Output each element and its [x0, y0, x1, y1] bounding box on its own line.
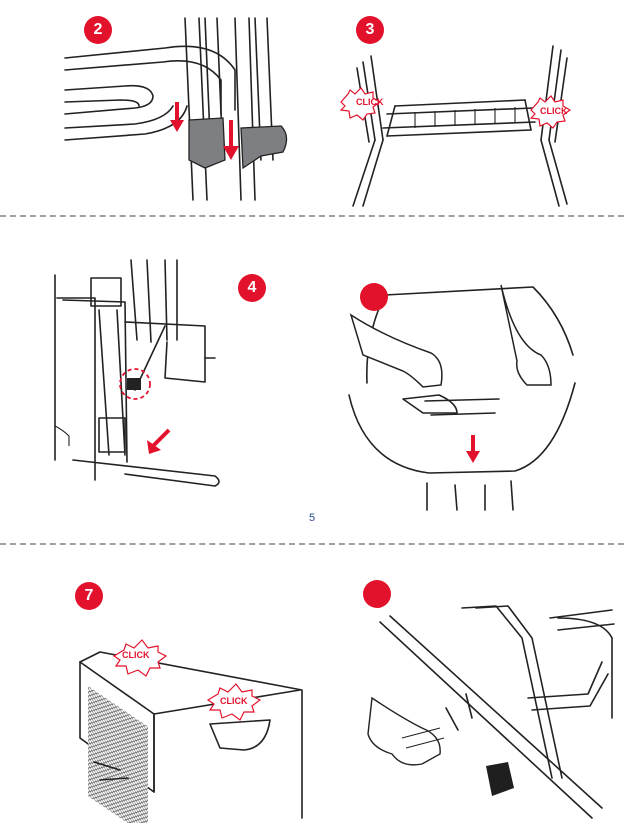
step-8-panel — [362, 578, 616, 818]
click-callout-bottom: CLICK — [220, 696, 248, 706]
step-2-panel: 2 — [55, 10, 315, 210]
click-callout-left: CLICK — [356, 97, 384, 107]
step-4-badge: 4 — [238, 274, 266, 302]
step-4-panel: 4 — [55, 250, 315, 510]
click-callout-top: CLICK — [122, 650, 150, 660]
click-callout-right: CLICK — [540, 106, 568, 116]
step-2-badge: 2 — [84, 16, 112, 44]
step-7-illustration: CLICK CLICK — [70, 578, 310, 818]
step-5-illustration — [345, 275, 595, 510]
step-5-panel — [345, 275, 595, 510]
step-8-badge — [363, 580, 391, 608]
step-4-illustration — [55, 250, 315, 510]
step-7-badge: 7 — [75, 582, 103, 610]
section-divider-bottom — [0, 543, 624, 545]
section-divider-top — [0, 215, 624, 217]
step-3-badge: 3 — [356, 16, 384, 44]
step-3-panel: CLICK CLICK 3 — [335, 10, 615, 210]
step-8-illustration — [362, 578, 616, 818]
step-7-panel: CLICK CLICK 7 — [70, 578, 310, 818]
page-number: 5 — [0, 512, 624, 524]
step-5-badge — [360, 283, 388, 311]
